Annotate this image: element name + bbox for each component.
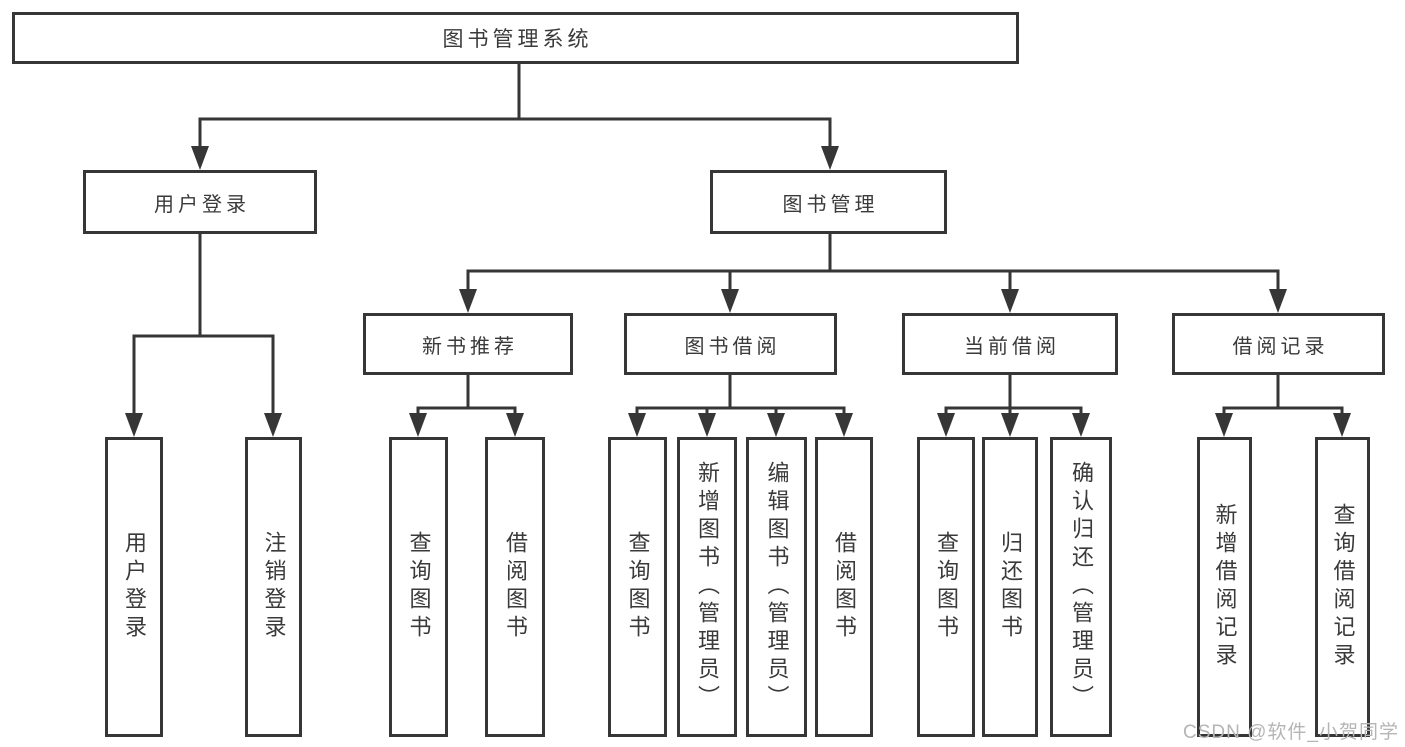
leaf-add-books-admin-label: 新增图书（管理员） — [695, 461, 720, 713]
leaf-borrow-books-recommend: 借阅图书 — [485, 437, 545, 737]
node-user-login-label: 用户登录 — [154, 193, 250, 216]
leaf-add-borrow-record: 新增借阅记录 — [1197, 437, 1252, 737]
leaf-logout-label: 注销登录 — [261, 531, 287, 643]
node-new-book-recommend-label: 新书推荐 — [422, 335, 518, 358]
leaf-add-books-admin: 新增图书（管理员） — [677, 437, 737, 737]
leaf-confirm-return-admin: 确认归还（管理员） — [1050, 437, 1112, 737]
leaf-query-books-current: 查询图书 — [917, 437, 975, 737]
node-library-system-label: 图书管理系统 — [442, 28, 593, 51]
node-book-borrowing: 图书借阅 — [624, 313, 837, 375]
node-library-system: 图书管理系统 — [12, 12, 1019, 64]
leaf-user-login-label: 用户登录 — [122, 531, 147, 643]
leaf-add-borrow-record-label: 新增借阅记录 — [1212, 503, 1238, 671]
node-book-management: 图书管理 — [710, 170, 947, 234]
leaf-return-books: 归还图书 — [982, 437, 1038, 737]
node-borrowing-records-label: 借阅记录 — [1232, 335, 1329, 358]
leaf-query-books-borrowing: 查询图书 — [608, 437, 667, 737]
node-new-book-recommend: 新书推荐 — [363, 313, 573, 375]
node-borrowing-records: 借阅记录 — [1172, 313, 1385, 375]
leaf-borrow-books-recommend-label: 借阅图书 — [503, 531, 528, 643]
leaf-edit-books-admin: 编辑图书（管理员） — [746, 437, 807, 737]
leaf-query-books-recommend-label: 查询图书 — [406, 531, 432, 643]
node-user-login: 用户登录 — [83, 170, 317, 234]
leaf-borrow-books-label: 借阅图书 — [832, 531, 857, 643]
leaf-user-login: 用户登录 — [105, 437, 163, 737]
node-current-borrowing-label: 当前借阅 — [964, 335, 1060, 358]
leaf-return-books-label: 归还图书 — [998, 531, 1023, 643]
leaf-query-borrow-record: 查询借阅记录 — [1315, 437, 1370, 737]
leaf-query-books-borrowing-label: 查询图书 — [625, 531, 651, 643]
node-current-borrowing: 当前借阅 — [902, 313, 1118, 375]
csdn-watermark: CSDN @软件_小贺同学 — [1183, 722, 1399, 743]
leaf-query-borrow-record-label: 查询借阅记录 — [1330, 503, 1356, 671]
leaf-query-books-recommend: 查询图书 — [389, 437, 448, 737]
node-book-management-label: 图书管理 — [782, 193, 879, 216]
leaf-query-books-current-label: 查询图书 — [934, 531, 959, 643]
node-book-borrowing-label: 图书借阅 — [684, 335, 781, 358]
leaf-borrow-books: 借阅图书 — [815, 437, 873, 737]
leaf-edit-books-admin-label: 编辑图书（管理员） — [764, 461, 790, 713]
leaf-confirm-return-admin-label: 确认归还（管理员） — [1069, 461, 1094, 713]
leaf-logout: 注销登录 — [245, 437, 302, 737]
